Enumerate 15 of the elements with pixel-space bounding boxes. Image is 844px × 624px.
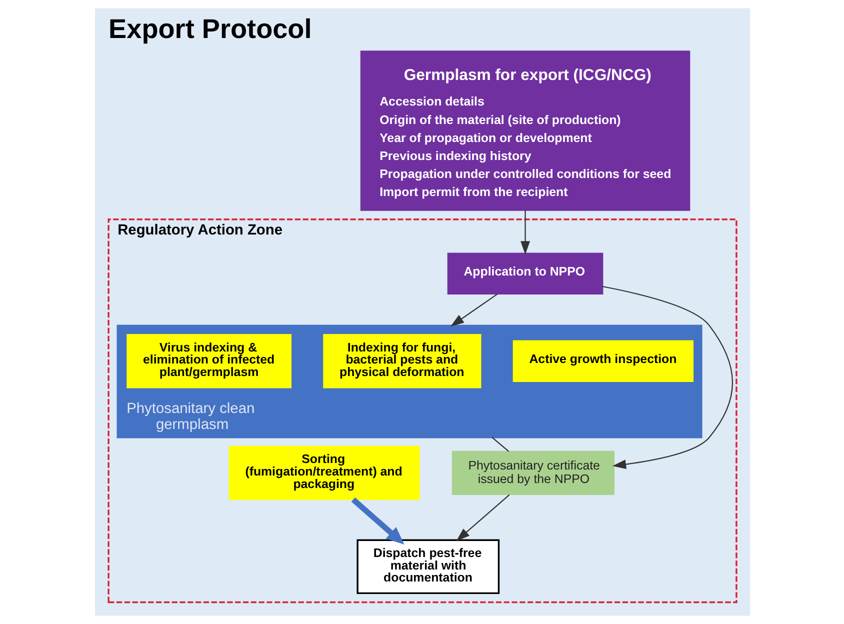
node-box: Indexing for fungi, bacterial pests and physical deformation (322, 334, 481, 388)
node-box: Virus indexing & elimination of infected plant/germplasm (126, 334, 291, 388)
connector (491, 436, 509, 452)
node-box: Phytosanitary certificate issued by the NPPO (451, 450, 614, 495)
node-box: Active growth inspection (512, 340, 694, 382)
node-box: Germplasm for export (ICG/NCG) Accession details Origin of the material (site of production) Year of propagation or development Previous indexing history Propagation under controlled conditions for seed Import permit from the recipient (360, 50, 690, 211)
diagram-title: Export Protocol (108, 12, 312, 44)
arrow (450, 294, 498, 327)
node-box: Dispatch pest-free material with documentation (356, 539, 500, 594)
node-box: Application to NPPO (446, 252, 603, 294)
node-box: Sorting (fumigation/treatment) and packaging (228, 446, 420, 500)
arrow (602, 286, 732, 470)
arrow (520, 210, 530, 255)
arrow (456, 494, 510, 542)
arrow (350, 497, 404, 545)
